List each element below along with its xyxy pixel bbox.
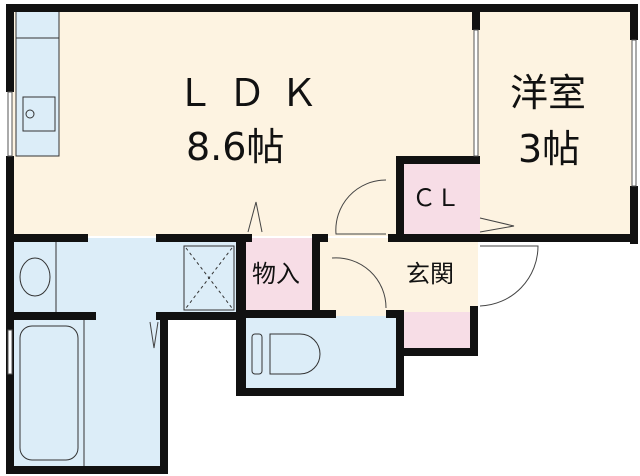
washroom-floor — [12, 238, 242, 316]
room-label-storage: 物入 — [252, 260, 300, 288]
window-bath — [7, 329, 13, 375]
sliding-door-western — [473, 29, 479, 157]
door-toilet — [331, 257, 387, 309]
window-right — [631, 39, 637, 187]
toilet-floor — [242, 316, 400, 390]
kitchen-sink-icon — [22, 96, 56, 132]
room-label-western: 洋室 — [510, 71, 587, 115]
wash-basin-icon — [19, 257, 51, 297]
bathtub-icon — [19, 325, 79, 461]
window-left — [7, 91, 13, 157]
walls — [6, 4, 638, 474]
front-door — [479, 245, 539, 307]
entrance-floor — [400, 238, 478, 312]
washing-machine-space — [183, 245, 235, 311]
door-ldk — [335, 179, 387, 235]
entrance-step — [404, 312, 472, 350]
room-size-western: 3帖 — [518, 127, 581, 171]
western-room-floor — [480, 8, 632, 236]
hall-floor — [318, 238, 400, 316]
room-label-entrance: 玄関 — [406, 260, 454, 288]
closet-floor — [404, 162, 480, 236]
toilet-icon — [251, 333, 263, 375]
room-label-ldk: ＬＤＫ — [176, 71, 333, 115]
room-size-ldk: 8.6帖 — [186, 125, 285, 169]
kitchen-counter — [15, 9, 60, 157]
room-label-closet: ＣＬ — [412, 184, 460, 212]
bathroom-floor — [12, 316, 162, 470]
storage-floor — [242, 238, 318, 316]
